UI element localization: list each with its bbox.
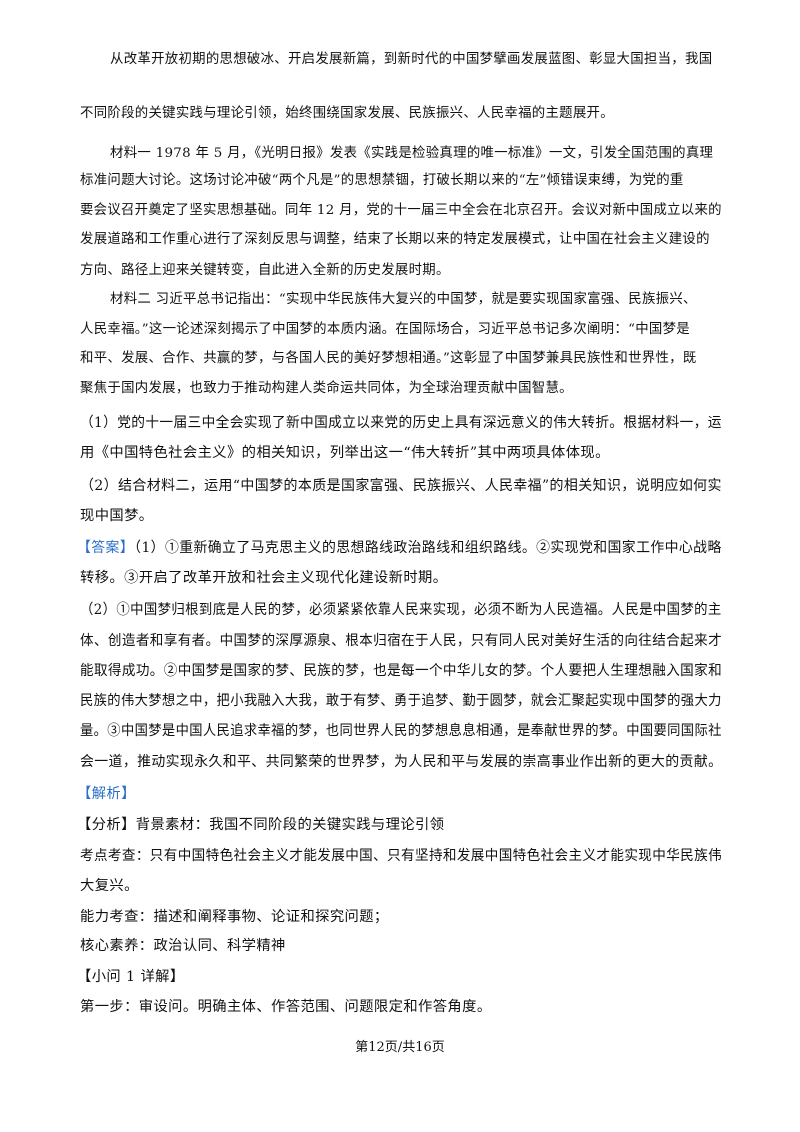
analysis-knowledge-line-2: 大复兴。 [80, 878, 139, 894]
intro-line-1: 从改革开放初期的思想破冰、开启发展新篇，到新时代的中国梦擘画发展蓝图、彰显大国担… [110, 52, 713, 67]
answer-part1-line-1: （1）①重新确立了马克思主义的思想路线政治路线和组织路线。②实现党和国家工作中心… [134, 540, 722, 556]
question1-line-2: 用《中国特色社会主义》的相关知识，列举出这一“伟大转折”其中两项具体体现。 [80, 445, 610, 461]
answer-tag: 【答案】 [77, 540, 135, 556]
analysis-tag: 【解析】 [77, 786, 136, 802]
question1-line-1: （1）党的十一届三中全会实现了新中国成立以来党的历史上具有深远意义的伟大转折。根… [80, 415, 722, 431]
answer-part2-line-1: （2）①中国梦归根到底是人民的梦，必须紧紧依靠人民来实现，必须不断为人民造福。人… [80, 602, 722, 618]
question2-line-1: （2）结合材料二，运用“中国梦的本质是国家富强、民族振兴、人民幸福”的相关知识，… [80, 478, 722, 494]
intro-line-2: 不同阶段的关键实践与理论引领，始终围绕国家发展、民族振兴、人民幸福的主题展开。 [80, 106, 614, 121]
material1-line-1: 材料一 1978 年 5 月，《光明日报》发表《实践是检验真理的唯一标准》一文，… [110, 146, 714, 161]
question2-line-2: 现中国梦。 [80, 508, 154, 524]
material1-line-3: 要会议召开奠定了坚实思想基础。同年 12 月，党的十一届三中全会在北京召开。会议… [80, 203, 722, 218]
step-1-text: 第一步：审设问。明确主体、作答范围、问题限定和作答角度。 [80, 999, 492, 1015]
answer-part2-line-4: 民族的伟大梦想之中，把小我融入大我，敢于有梦、勇于追梦、勤于圆梦，就会汇聚起实现… [80, 693, 722, 709]
answer-line-1: 【答案】（1）①重新确立了马克思主义的思想路线政治路线和组织路线。②实现党和国家… [77, 541, 722, 555]
analysis-literacy: 核心素养：政治认同、科学精神 [80, 938, 286, 954]
answer-part2-line-2: 体、创造者和享有者。中国梦的深厚源泉、根本归宿在于人民，只有同人民对美好生活的向… [80, 633, 723, 649]
material2-line-3: 和平、发展、合作、共赢的梦，与各国人民的美好梦想相通。”这彰显了中国梦兼具民族性… [80, 351, 697, 366]
answer-part2-line-6: 会一道，推动实现永久和平、共同繁荣的世界梦，为人民和平与发展的崇高事业作出新的更… [80, 754, 723, 770]
material2-line-1: 材料二 习近平总书记指出：“实现中华民族伟大复兴的中国梦，就是要实现国家富强、民… [110, 292, 697, 307]
material1-line-4: 发展道路和工作重心进行了深刻反思与调整，结束了长期以来的特定发展模式，让中国在社… [80, 232, 710, 247]
analysis-background: 【分析】背景素材：我国不同阶段的关键实践与理论引领 [77, 817, 445, 833]
analysis-knowledge-line-1: 考点考查：只有中国特色社会主义才能发展中国、只有坚持和发展中国特色社会主义才能实… [80, 848, 723, 864]
material1-line-5: 方向、路径上迎来关键转变，自此进入全新的历史发展时期。 [80, 263, 450, 278]
analysis-ability: 能力考查：描述和阐释事物、论证和探究问题； [80, 909, 389, 925]
material1-line-2: 标准问题大讨论。这场讨论冲破“两个凡是”的思想禁锢，打破长期以来的“左”倾错误束… [80, 173, 684, 188]
material2-line-2: 人民幸福。”这一论述深刻揭示了中国梦的本质内涵。在国际场合，习近平总书记多次阐明… [80, 322, 690, 337]
answer-part2-line-3: 能取得成功。②中国梦是国家的梦、民族的梦，也是每一个中华儿女的梦。个人要把人生理… [80, 663, 723, 679]
material2-line-4: 聚焦于国内发展，也致力于推动构建人类命运共同体，为全球治理贡献中国智慧。 [80, 381, 573, 396]
answer-part1-line-2: 转移。③开启了改革开放和社会主义现代化建设新时期。 [80, 570, 448, 586]
page-number-footer: 第12页/共16页 [355, 1040, 445, 1055]
sub-question-1-heading: 【小问 1 详解】 [77, 969, 185, 985]
answer-part2-line-5: 量。③中国梦是中国人民追求幸福的梦，也同世界人民的梦想息息相通，是奉献世界的梦。… [80, 723, 722, 739]
